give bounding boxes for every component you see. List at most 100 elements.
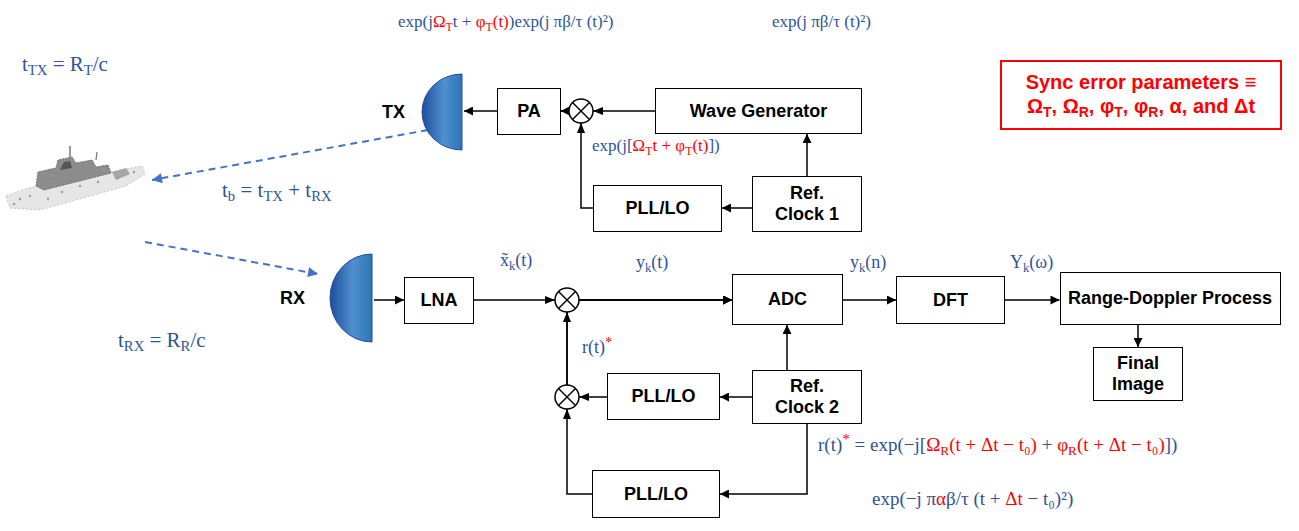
- text-run: LNA: [421, 290, 458, 310]
- text-run: PA: [517, 101, 541, 121]
- text-run: T: [1114, 104, 1123, 120]
- node-label: PLL/LO: [632, 386, 696, 407]
- text-run: T: [1043, 104, 1052, 120]
- mixer-symbol: [555, 288, 579, 312]
- text-run: t +: [453, 12, 476, 31]
- node-label: ADC: [768, 289, 807, 310]
- signal-connector: [720, 396, 752, 398]
- adc-box: ADC: [732, 274, 843, 325]
- rx-antenna: RX: [276, 252, 374, 344]
- text-run: T: [645, 144, 652, 158]
- signal-name: yk(t): [636, 252, 668, 276]
- signal-connector: [786, 325, 788, 370]
- reference-clock-box: Ref. Clock 1: [752, 176, 862, 232]
- text-run: /c: [190, 328, 205, 352]
- final-image-box: Final Image: [1093, 347, 1183, 401]
- pll-lo-box: PLL/LO: [592, 470, 720, 518]
- text-run: , φ: [1123, 95, 1148, 117]
- text-run: TX: [28, 62, 48, 78]
- text-run: (t): [493, 12, 509, 31]
- text-run: k: [509, 259, 515, 273]
- text-run: PLL/LO: [626, 198, 690, 218]
- text-run: y: [850, 252, 859, 272]
- text-run: φ: [1057, 434, 1068, 455]
- text-run: TX: [382, 102, 405, 122]
- text-run: (t): [515, 250, 532, 270]
- text-run: Range-Doppler Process: [1068, 288, 1272, 308]
- ship-points: [13, 169, 135, 205]
- text-run: Ω: [926, 434, 940, 455]
- text-run: +: [1037, 434, 1057, 455]
- text-run: b: [228, 188, 235, 204]
- propagation-path: [145, 242, 318, 274]
- sync-error-box: Sync error parameters ≡ ΩT, ΩR, φT, φR, …: [1000, 60, 1282, 130]
- signal-connector: [843, 299, 896, 301]
- ship-point-cloud: [6, 146, 145, 210]
- signal-name: r(t)*: [582, 334, 612, 359]
- text-run: Ω: [633, 136, 646, 155]
- text-run: DFT: [933, 290, 968, 310]
- lo-equation: exp(j[ΩTt + φT(t)]): [592, 136, 720, 158]
- text-run: *: [605, 334, 612, 350]
- mixer-symbol: [569, 99, 593, 123]
- node-label: TX: [382, 102, 405, 123]
- text-run: (t): [651, 252, 668, 272]
- signal-connector: [1137, 325, 1139, 347]
- text-run: T: [485, 20, 492, 34]
- text-run: φ: [476, 12, 486, 31]
- text-run: )exp(j πβ/τ (t)²): [509, 12, 614, 31]
- node-label: RX: [280, 288, 305, 309]
- signal-connector: [1005, 299, 1060, 301]
- node-label: PLL/LO: [626, 198, 690, 219]
- text-run: = R: [47, 52, 83, 76]
- power-amplifier-box: PA: [497, 88, 561, 135]
- signal-connector: [464, 110, 497, 112]
- dft-box: DFT: [896, 276, 1005, 324]
- ship-superstructure: [36, 157, 111, 190]
- text-run: k: [1023, 261, 1029, 275]
- text-run: R: [1068, 443, 1077, 458]
- text-run: = exp(−j[: [850, 434, 926, 455]
- text-run: (t): [692, 136, 708, 155]
- text-run: R: [181, 338, 191, 354]
- reference-equation: exp(−j παβ/τ (t + Δt − t₀)²): [872, 488, 1073, 511]
- text-run: Y: [1010, 252, 1023, 272]
- text-run: (t + Δt − t₀): [1077, 434, 1165, 455]
- signal-name: Yk(ω): [1010, 252, 1053, 276]
- text-run: ]): [708, 136, 719, 155]
- text-run: Ref. Clock 1: [775, 183, 839, 224]
- text-run: T: [446, 20, 453, 34]
- text-run: R: [940, 443, 949, 458]
- signal-connector: [720, 424, 807, 494]
- text-run: k: [645, 261, 651, 275]
- signal-connector: [567, 300, 732, 494]
- text-run: (t + Δt − t₀): [949, 434, 1037, 455]
- text-run: PLL/LO: [632, 386, 696, 406]
- text-run: exp(j[: [592, 136, 633, 155]
- node-label: PA: [517, 101, 541, 122]
- ship-deck: [112, 168, 130, 180]
- node-label: Range-Doppler Process: [1068, 288, 1272, 309]
- text-run: Ω: [433, 12, 446, 31]
- mixer-symbol: [555, 385, 579, 409]
- text-run: Wave Generator: [690, 101, 827, 121]
- text-run: T: [685, 144, 692, 158]
- delay-equation: tTX = RT/c: [22, 52, 108, 80]
- text-run: *: [842, 430, 850, 447]
- range-doppler-box: Range-Doppler Process: [1060, 272, 1281, 325]
- text-run: = t: [235, 178, 263, 202]
- text-run: exp(−j π: [872, 488, 936, 509]
- text-run: RX: [311, 188, 331, 204]
- signal-connector: [806, 134, 808, 176]
- text-run: TX: [263, 188, 283, 204]
- propagation-path: [152, 130, 428, 180]
- node-label: Wave Generator: [690, 101, 827, 122]
- ship-mast: [69, 146, 71, 157]
- node-label: Sync error parameters ≡ ΩT, ΩR, φT, φR, …: [1016, 70, 1266, 121]
- signal-name: yk(n): [850, 252, 886, 276]
- text-run: Ref. Clock 2: [775, 376, 839, 417]
- text-run: T: [84, 62, 93, 78]
- node-label: DFT: [933, 290, 968, 311]
- text-run: x̃: [500, 250, 509, 270]
